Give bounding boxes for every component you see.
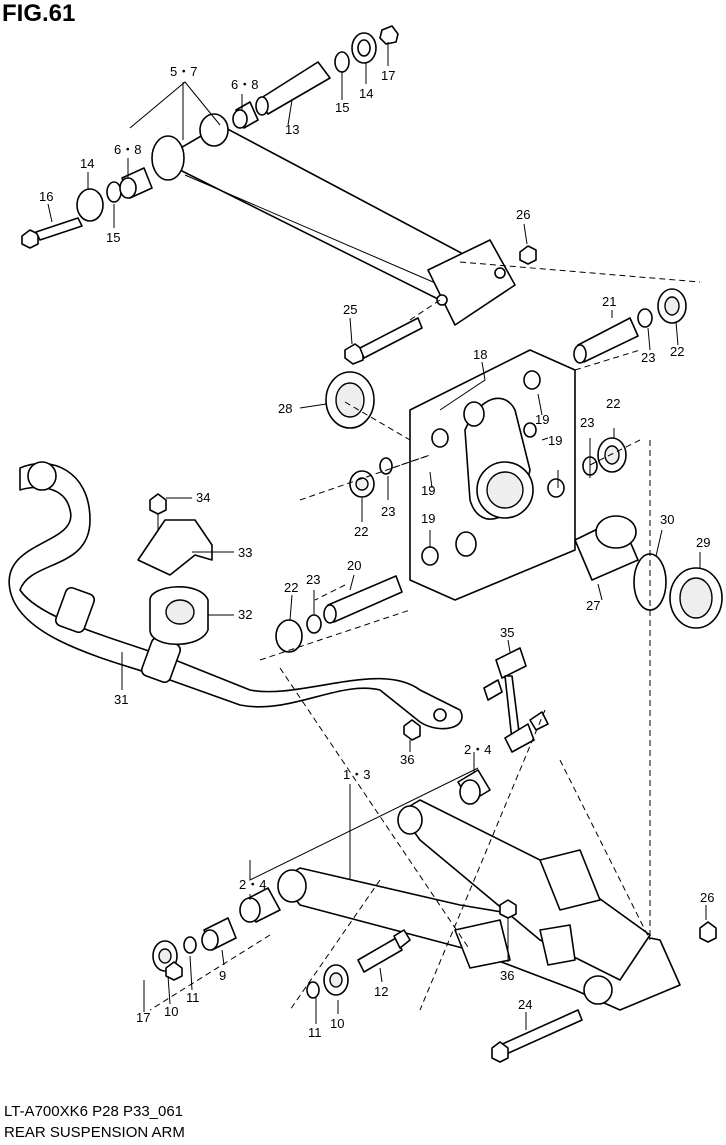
callout-5-7: 5・7 <box>170 64 197 79</box>
callout-18: 18 <box>473 347 487 362</box>
callout-6-8-left: 6・8 <box>114 142 141 157</box>
callout-6-8-upper: 6・8 <box>231 77 258 92</box>
callout-17-upper: 17 <box>381 68 395 83</box>
callout-30: 30 <box>660 512 674 527</box>
callout-14-left: 14 <box>80 156 94 171</box>
callout-22-d: 22 <box>284 580 298 595</box>
callout-1-3: 1・3 <box>343 767 370 782</box>
upper-arm-hardware <box>21 25 537 365</box>
callout-9: 9 <box>219 968 226 983</box>
lower-arm-hardware <box>152 769 717 1063</box>
callout-17-lower: 17 <box>136 1010 150 1025</box>
callout-11-lower: 11 <box>308 1025 322 1040</box>
stabilizer-link <box>403 647 549 753</box>
callout-23-b: 23 <box>580 415 594 430</box>
callout-27: 27 <box>586 598 600 613</box>
callout-29: 29 <box>696 535 710 550</box>
callout-12: 12 <box>374 984 388 999</box>
callout-23-d: 23 <box>306 572 320 587</box>
callout-26-lower: 26 <box>700 890 714 905</box>
callout-23-a: 23 <box>641 350 655 365</box>
knuckle-assembly <box>409 349 576 601</box>
callout-15-left: 15 <box>106 230 120 245</box>
callout-31: 31 <box>114 692 128 707</box>
diagram-caption: REAR SUSPENSION ARM <box>4 1124 185 1141</box>
callout-labels: 5・7 6・8 17 14 15 13 6・8 14 16 15 26 25 2… <box>39 64 714 1040</box>
callout-26-upper: 26 <box>516 207 530 222</box>
leader-lines <box>47 42 707 1030</box>
callout-35: 35 <box>500 625 514 640</box>
callout-25: 25 <box>343 302 357 317</box>
callout-36-lower: 36 <box>500 968 514 983</box>
callout-19-d: 19 <box>421 511 435 526</box>
callout-10-lower: 10 <box>330 1016 344 1031</box>
callout-21: 21 <box>602 294 616 309</box>
callout-34: 34 <box>196 490 210 505</box>
callout-2-4-upper: 2・4 <box>464 742 491 757</box>
callout-22-a: 22 <box>670 344 684 359</box>
callout-14-upper: 14 <box>359 86 373 101</box>
stabilizer-bushing-bracket <box>137 493 213 646</box>
callout-22-c: 22 <box>354 524 368 539</box>
callout-2-4-lower: 2・4 <box>239 877 266 892</box>
callout-28: 28 <box>278 401 292 416</box>
model-line: LT-A700XK6 P28 P33_061 <box>4 1103 184 1120</box>
callout-19-b: 19 <box>548 433 562 448</box>
callout-36-upper: 36 <box>400 752 414 767</box>
callout-10-left: 10 <box>164 1004 178 1019</box>
upper-arm <box>151 113 516 326</box>
figure-title: FIG.61 <box>2 0 76 27</box>
callout-19-c: 19 <box>421 483 435 498</box>
callout-32: 32 <box>238 607 252 622</box>
callout-22-b: 22 <box>606 396 620 411</box>
callout-20: 20 <box>347 558 361 573</box>
callout-24: 24 <box>518 997 532 1012</box>
callout-23-c: 23 <box>381 504 395 519</box>
lower-arm <box>277 799 681 1011</box>
knuckle-hardware <box>275 288 723 653</box>
callout-11-left: 11 <box>186 990 200 1005</box>
callout-15-upper: 15 <box>335 100 349 115</box>
callout-13: 13 <box>285 122 299 137</box>
callout-33: 33 <box>238 545 252 560</box>
callout-19-a: 19 <box>535 412 549 427</box>
callout-16: 16 <box>39 189 53 204</box>
